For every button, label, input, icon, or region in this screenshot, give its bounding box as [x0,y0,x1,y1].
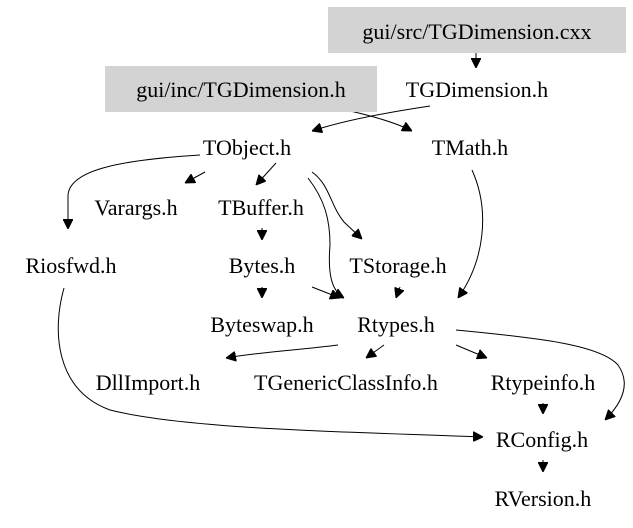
node-tmath-h[interactable]: TMath.h [432,135,508,160]
edges [57,53,625,472]
node-tobject-h[interactable]: TObject.h [203,135,291,160]
edge-tmath-to-rtypes [458,169,484,298]
inc-file-box [105,66,377,112]
edge-tgdimension-to-tobject [312,105,431,131]
edge-tobject-to-varargs [185,171,206,183]
node-tstorage-h[interactable]: TStorage.h [349,253,446,278]
node-varargs-h[interactable]: Varargs.h [94,195,177,220]
node-riosfwd-h[interactable]: Riosfwd.h [25,253,116,278]
edge-rtypes-to-tgenericclassinfo [366,344,385,358]
edge-rtypes-to-dllimport [226,344,339,358]
node-rversion-h[interactable]: RVersion.h [495,486,592,511]
edge-tobject-to-tbuffer [256,162,277,185]
edge-tobject-to-rtypes [307,177,344,298]
edge-riosfwd-to-rconfig [57,287,483,437]
edge-tobject-to-tstorage [311,171,362,239]
edge-rtypes-to-rtypeinfo [455,344,487,358]
node-byteswap-h[interactable]: Byteswap.h [210,312,313,337]
node-tgdimension-h[interactable]: TGDimension.h [406,77,548,102]
node-rtypes-h[interactable]: Rtypes.h [357,312,435,337]
edge-rtypes-to-rconfig [455,329,625,420]
node-rconfig-h[interactable]: RConfig.h [496,427,588,452]
node-inc-file[interactable]: gui/inc/TGDimension.h [136,77,346,102]
node-tgenericclassinfo-h[interactable]: TGenericClassInfo.h [254,370,438,395]
edge-tstorage-to-rtypes [396,286,400,298]
nodes: gui/src/TGDimension.cxx gui/inc/TGDimens… [25,19,595,511]
node-rtypeinfo-h[interactable]: Rtypeinfo.h [491,370,596,395]
node-bytes-h[interactable]: Bytes.h [229,253,296,278]
node-tbuffer-h[interactable]: TBuffer.h [218,195,304,220]
src-file-box [328,7,626,53]
node-src-file[interactable]: gui/src/TGDimension.cxx [362,19,591,44]
edge-bytes-to-rtypes [311,286,340,298]
edge-tobject-to-riosfwd [68,154,201,229]
node-dllimport-h[interactable]: DllImport.h [96,370,201,395]
